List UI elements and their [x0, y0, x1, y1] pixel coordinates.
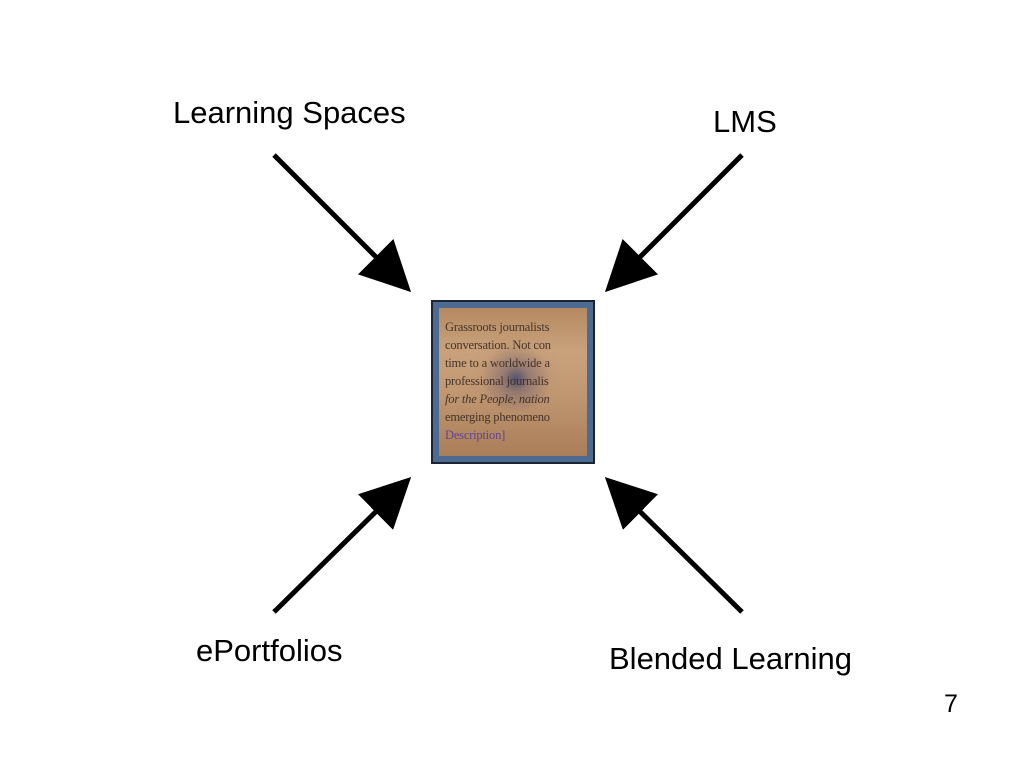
center-image-line: Description]	[445, 428, 506, 442]
center-image-line: for the People, nation	[445, 392, 550, 406]
arrow-bottom-right	[604, 476, 744, 614]
center-image-line: professional journalis	[445, 374, 549, 388]
center-image-line: conversation. Not con	[445, 338, 551, 352]
node-lms: LMS	[713, 104, 777, 139]
arrow-bottom-left	[272, 476, 412, 614]
center-image-line: time to a worldwide a	[445, 356, 550, 370]
arrow-top-left	[272, 153, 412, 293]
node-blended-learning: Blended Learning	[609, 641, 853, 676]
node-learning-spaces: Learning Spaces	[173, 95, 406, 130]
arrow-top-right	[604, 153, 744, 293]
node-eportfolios: ePortfolios	[196, 633, 343, 668]
center-image-text: Grassroots journalists conversation. Not…	[445, 318, 551, 444]
center-image-photo: Grassroots journalists conversation. Not…	[439, 308, 587, 456]
center-image: Grassroots journalists conversation. Not…	[431, 300, 595, 464]
center-image-line: emerging phenomeno	[445, 410, 550, 424]
center-image-line: Grassroots journalists	[445, 320, 550, 334]
page-number: 7	[944, 690, 958, 718]
